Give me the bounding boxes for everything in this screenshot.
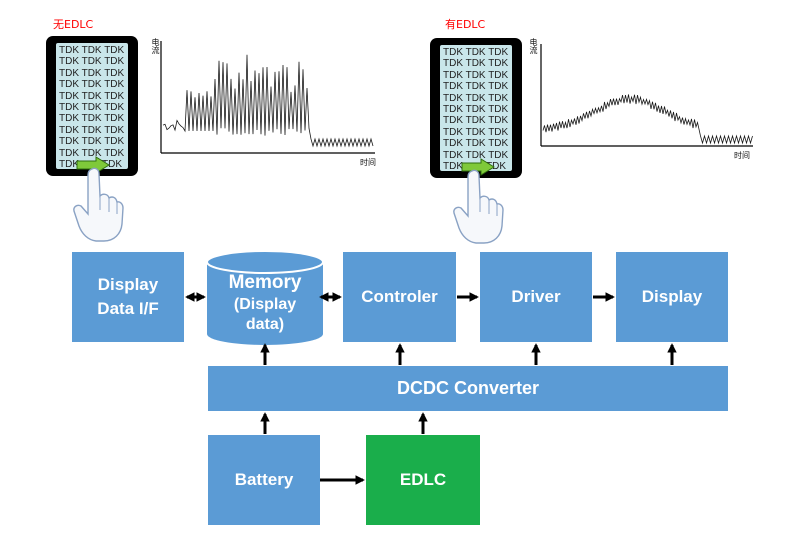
block-label: EDLC [399, 470, 447, 489]
memory-label: Memory (Display data) [206, 272, 324, 334]
screen-text-row: TDK TDK TDK [443, 115, 509, 127]
y-axis-label: 电流 [151, 38, 160, 54]
controller-block: Controler [343, 252, 456, 342]
screen-text-row: TDK TDK TDK [443, 69, 509, 81]
current-waveform [542, 94, 753, 145]
block-label: data) [245, 316, 285, 333]
edlc-block: EDLC [366, 435, 480, 525]
screen-text-row: TDK TDK TDK [59, 90, 125, 102]
block-label: DCDC Converter [396, 378, 540, 398]
screen-text-row: TDK TDK TDK [59, 147, 125, 159]
phone-with-edlc: TDK TDK TDK TDK TDK TDK TDK TDK TDK TDK … [430, 38, 522, 178]
y-axis-label: 电流 [529, 38, 538, 54]
caption-without-edlc: 无EDLC [53, 18, 94, 31]
screen-text-row: TDK TDK TDK [443, 47, 509, 58]
phone-screen: TDK TDK TDK TDK TDK TDK TDK TDK TDK TDK … [440, 45, 512, 171]
green-arrow-icon [76, 156, 110, 174]
screen-text-row: TDK TDK TDK [443, 126, 509, 138]
pointing-hand-icon [73, 167, 124, 242]
display-data-if-block: Display Data I/F [72, 252, 184, 342]
dcdc-converter-block: DCDC Converter [208, 366, 728, 411]
caption-with-edlc: 有EDLC [445, 18, 486, 31]
driver-block: Driver [480, 252, 592, 342]
phone-without-edlc: TDK TDK TDK TDK TDK TDK TDK TDK TDK TDK … [46, 36, 138, 176]
screen-text-row: TDK TDK TDK [59, 79, 125, 91]
block-label: Controler [361, 287, 438, 306]
memory-cylinder-block [206, 250, 324, 345]
block-label: Data I/F [97, 299, 159, 318]
screen-text-row-last: TDK TDK [56, 159, 128, 169]
block-label: Display [641, 287, 703, 306]
screen-text: TDK [486, 161, 506, 171]
screen-text: TDK [102, 159, 122, 169]
display-block: Display [616, 252, 728, 342]
screen-text-row: TDK TDK TDK [59, 124, 125, 136]
screen-text-row: TDK TDK TDK [59, 102, 125, 114]
screen-text-row: TDK TDK TDK [443, 104, 509, 116]
current-waveform [162, 54, 374, 148]
phone-screen: TDK TDK TDK TDK TDK TDK TDK TDK TDK TDK … [56, 43, 128, 169]
screen-text-row: TDK TDK TDK [59, 113, 125, 125]
screen-text-row: TDK TDK TDK [59, 56, 125, 68]
battery-block: Battery [208, 435, 320, 525]
screen-text-row: TDK TDK TDK [443, 81, 509, 93]
block-label: Memory [228, 272, 302, 293]
pointing-hand-icon [453, 169, 504, 244]
x-axis-label: 时间 [734, 151, 750, 160]
screen-text-row: TDK TDK TDK [443, 58, 509, 70]
x-axis-label: 时间 [360, 158, 376, 167]
screen-text-row: TDK TDK TDK [443, 138, 509, 150]
screen-text-row: TDK TDK TDK [59, 45, 125, 56]
screen-text: TDK [443, 161, 463, 171]
screen-text-row: TDK TDK TDK [59, 136, 125, 148]
current-graph-with-edlc [540, 44, 753, 147]
block-label: (Display [233, 296, 297, 313]
screen-text-row-last: TDK TDK [440, 161, 512, 171]
screen-text-row: TDK TDK TDK [443, 92, 509, 104]
block-label: Driver [511, 287, 561, 306]
block-label: Display [97, 275, 159, 294]
current-graph-without-edlc [160, 41, 375, 154]
block-label: Battery [234, 470, 294, 489]
screen-text-row: TDK TDK TDK [59, 67, 125, 79]
screen-text-row: TDK TDK TDK [443, 149, 509, 161]
screen-text: TDK [59, 159, 79, 169]
green-arrow-icon [461, 158, 495, 176]
